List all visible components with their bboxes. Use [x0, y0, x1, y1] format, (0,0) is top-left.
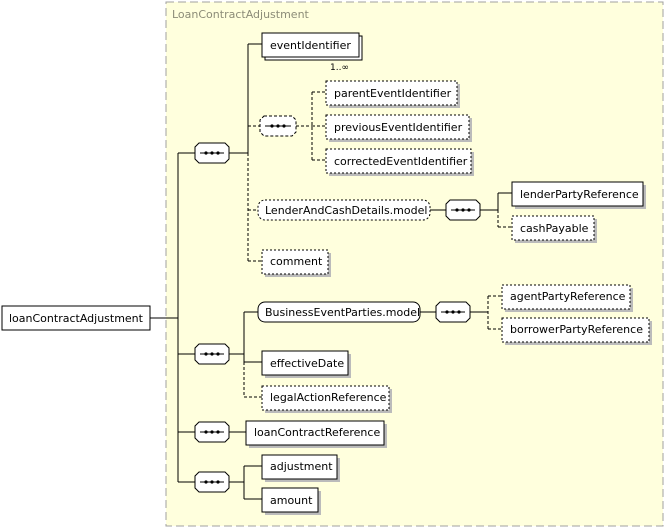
adjustment-node[interactable]: adjustment — [261, 454, 340, 482]
business-event-parties-model-label: BusinessEventParties.model — [265, 306, 420, 319]
sequence-compositor-parties — [435, 301, 471, 323]
borrower-party-reference-label: borrowerPartyReference — [510, 323, 643, 336]
adjustment-label: adjustment — [270, 460, 333, 473]
business-event-parties-model-node[interactable]: BusinessEventParties.model — [257, 301, 421, 323]
lender-and-cash-details-model-node[interactable]: LenderAndCashDetails.model — [257, 199, 431, 221]
event-identifier-node[interactable]: eventIdentifier — [261, 32, 363, 61]
sequence-compositor-choice — [259, 115, 297, 137]
lender-party-reference-label: lenderPartyReference — [520, 188, 639, 201]
amount-node[interactable]: amount — [261, 487, 321, 515]
sequence-compositor-4 — [194, 471, 230, 493]
loan-contract-reference-node[interactable]: loanContractReference — [245, 420, 387, 448]
parent-event-identifier-node[interactable]: parentEventIdentifier — [325, 80, 460, 108]
comment-label: comment — [270, 255, 323, 268]
borrower-party-reference-node[interactable]: borrowerPartyReference — [501, 317, 652, 345]
amount-label: amount — [270, 494, 313, 507]
sequence-compositor-1 — [194, 142, 230, 164]
lender-party-reference-node[interactable]: lenderPartyReference — [511, 181, 646, 209]
loan-contract-reference-label: loanContractReference — [254, 426, 380, 439]
legal-action-reference-label: legalActionReference — [270, 391, 387, 404]
legal-action-reference-node[interactable]: legalActionReference — [261, 385, 392, 413]
lender-and-cash-details-model-label: LenderAndCashDetails.model — [265, 204, 427, 217]
previous-event-identifier-label: previousEventIdentifier — [334, 121, 463, 134]
comment-node[interactable]: comment — [261, 249, 331, 277]
sequence-compositor-3 — [194, 421, 230, 443]
group-title: LoanContractAdjustment — [172, 8, 310, 21]
cash-payable-node[interactable]: cashPayable — [511, 215, 597, 243]
cash-payable-label: cashPayable — [520, 222, 589, 235]
previous-event-identifier-node[interactable]: previousEventIdentifier — [325, 114, 472, 142]
effective-date-label: effectiveDate — [270, 357, 344, 370]
sequence-compositor-2 — [194, 343, 230, 365]
root-element[interactable]: loanContractAdjustment — [1, 305, 151, 331]
event-identifier-label: eventIdentifier — [270, 39, 351, 52]
parent-event-identifier-label: parentEventIdentifier — [334, 87, 452, 100]
root-element-label: loanContractAdjustment — [9, 312, 144, 325]
connectors — [150, 43, 512, 500]
effective-date-node[interactable]: effectiveDate — [261, 350, 351, 378]
agent-party-reference-label: agentPartyReference — [510, 290, 626, 303]
sequence-compositor-lender — [445, 199, 481, 221]
agent-party-reference-node[interactable]: agentPartyReference — [501, 284, 633, 312]
event-identifier-multiplicity: 1..∞ — [330, 63, 349, 73]
corrected-event-identifier-node[interactable]: correctedEventIdentifier — [325, 148, 474, 176]
corrected-event-identifier-label: correctedEventIdentifier — [334, 155, 468, 168]
